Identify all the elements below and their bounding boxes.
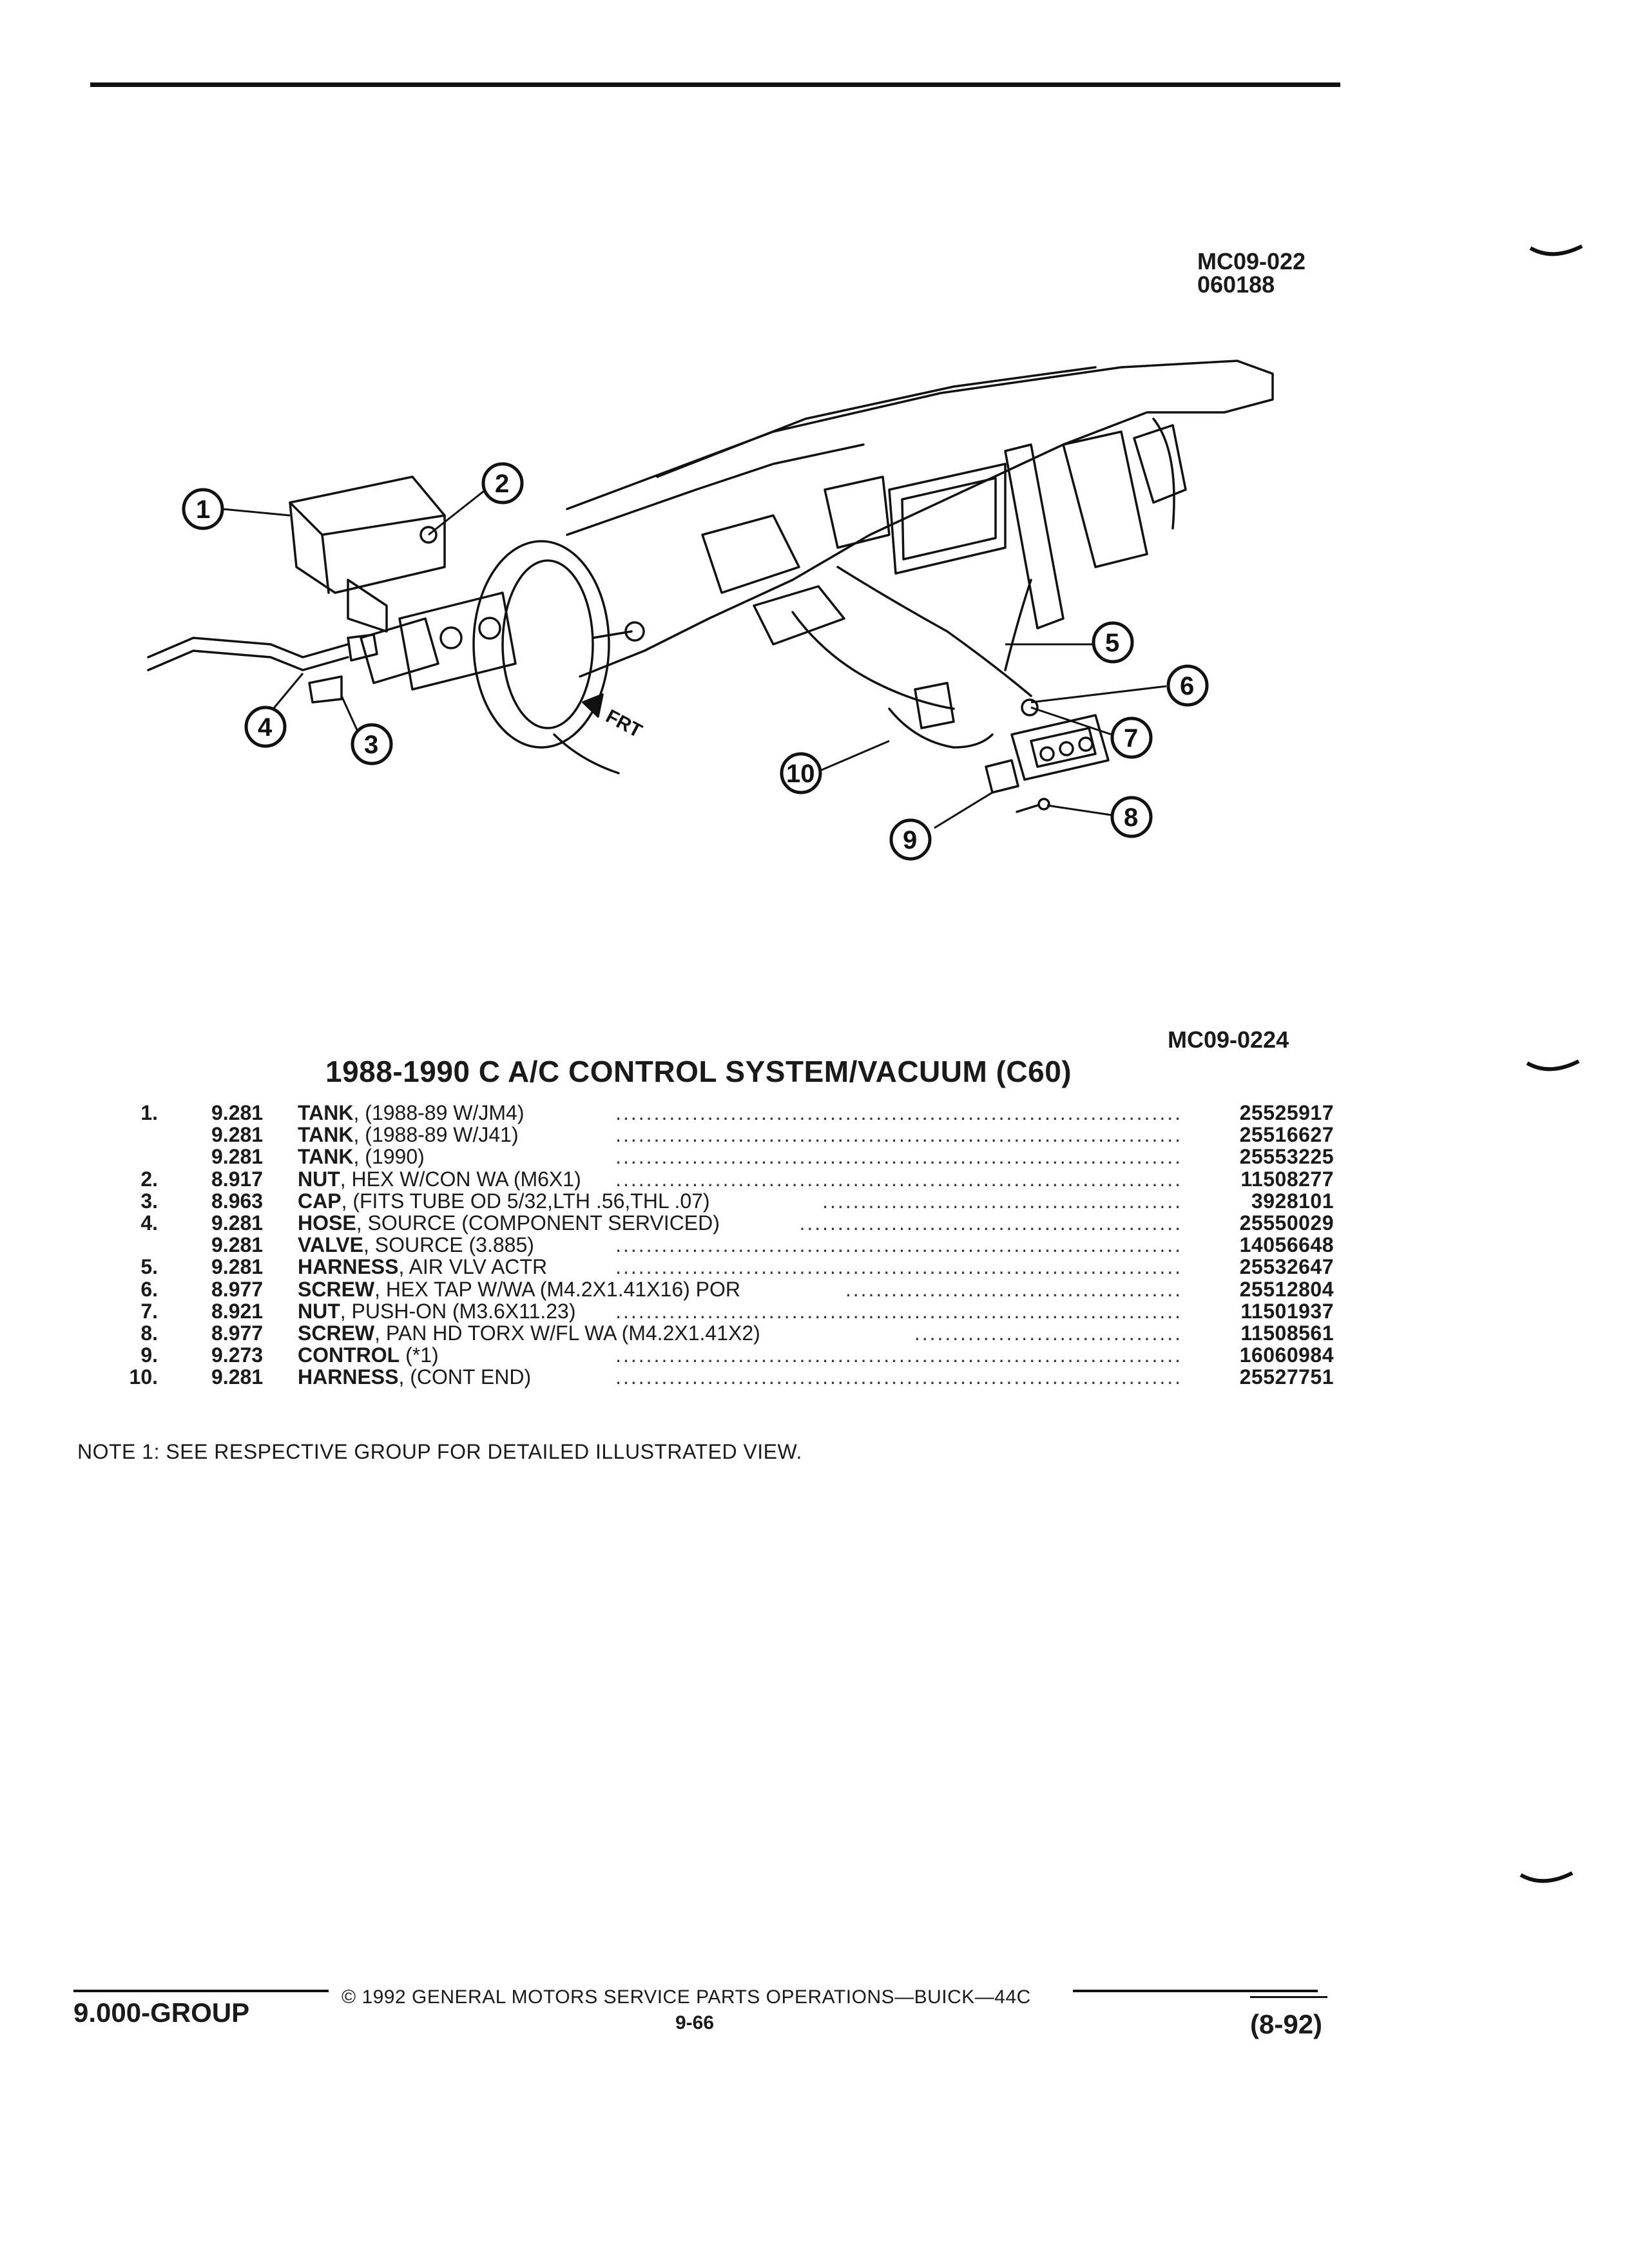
margin-mark	[1526, 1059, 1580, 1072]
callout-7: 7	[1110, 716, 1153, 759]
svg-text:10: 10	[786, 760, 815, 788]
callout-2: 2	[481, 462, 524, 505]
svg-text:8: 8	[1124, 803, 1138, 832]
part-number: 25550029	[1239, 1211, 1334, 1235]
source-hose	[147, 637, 349, 658]
part-number: 3928101	[1251, 1189, 1334, 1213]
footer-rule-right	[1073, 1990, 1318, 1992]
part-number: 25525917	[1239, 1101, 1334, 1124]
hose-cap	[308, 675, 343, 704]
svg-text:9: 9	[903, 826, 917, 854]
part-number: 25553225	[1239, 1145, 1334, 1169]
margin-mark	[1519, 1871, 1574, 1883]
callout-5: 5	[1092, 621, 1134, 664]
vacuum-tank	[289, 476, 446, 594]
part-number: 25512804	[1239, 1277, 1334, 1301]
torx-screw	[1037, 798, 1050, 811]
part-number: 11508561	[1240, 1321, 1334, 1345]
callout-9: 9	[889, 818, 932, 861]
part-number: 11508277	[1240, 1167, 1334, 1191]
footer-rule-date	[1250, 1996, 1327, 1998]
callout-8: 8	[1110, 796, 1153, 838]
push-on-nut	[1021, 698, 1039, 716]
footer-group: 9.000-GROUP	[73, 1997, 250, 2028]
footer-copyright: © 1992 GENERAL MOTORS SERVICE PARTS OPER…	[342, 1986, 1031, 2008]
part-number: 11501937	[1240, 1299, 1334, 1323]
part-number: 25516627	[1239, 1123, 1334, 1147]
page-number: 9-66	[675, 2012, 715, 2033]
control-head	[1010, 714, 1110, 781]
part-number: 16060984	[1239, 1343, 1334, 1367]
footnote: NOTE 1: SEE RESPECTIVE GROUP FOR DETAILE…	[77, 1440, 802, 1463]
header-rule	[90, 82, 1340, 87]
harness-connector	[914, 682, 955, 729]
reference-date-code: 060188	[1197, 271, 1275, 298]
svg-text:1: 1	[196, 495, 210, 524]
reference-code: MC09-022	[1197, 248, 1306, 274]
tank-hex-nut	[419, 526, 438, 544]
illustration-id: MC09-0224	[1168, 1026, 1289, 1053]
forward-label: FRT	[602, 706, 646, 742]
footer-rule-left	[73, 1990, 329, 1992]
part-number: 14056648	[1239, 1233, 1334, 1257]
master-cylinder	[398, 591, 517, 691]
svg-text:4: 4	[258, 713, 273, 742]
svg-text:5: 5	[1105, 629, 1119, 657]
callout-10: 10	[780, 752, 822, 794]
radio-opening	[888, 463, 1007, 575]
svg-text:3: 3	[364, 731, 378, 759]
part-number: 25527751	[1239, 1365, 1334, 1389]
callout-1: 1	[182, 488, 224, 530]
svg-text:2: 2	[495, 470, 509, 498]
part-number: 25532647	[1239, 1255, 1334, 1279]
callout-3: 3	[351, 723, 393, 765]
exploded-parts-diagram: FRT 1 2 3 4 5 6 7 8 9 10	[147, 360, 1274, 861]
svg-text:7: 7	[1124, 724, 1138, 753]
footer-date: (8-92)	[1250, 2009, 1323, 2039]
brake-booster	[472, 540, 610, 749]
callout-6: 6	[1166, 664, 1209, 707]
cont-end-harness	[888, 707, 994, 749]
callout-4: 4	[244, 706, 287, 748]
heater-case	[1062, 430, 1148, 568]
section-title: 1988-1990 C A/C CONTROL SYSTEM/VACUUM (C…	[325, 1055, 1072, 1088]
margin-mark	[1529, 244, 1583, 256]
svg-text:6: 6	[1180, 672, 1194, 700]
instrument-panel	[566, 360, 1274, 678]
source-valve	[347, 633, 378, 662]
